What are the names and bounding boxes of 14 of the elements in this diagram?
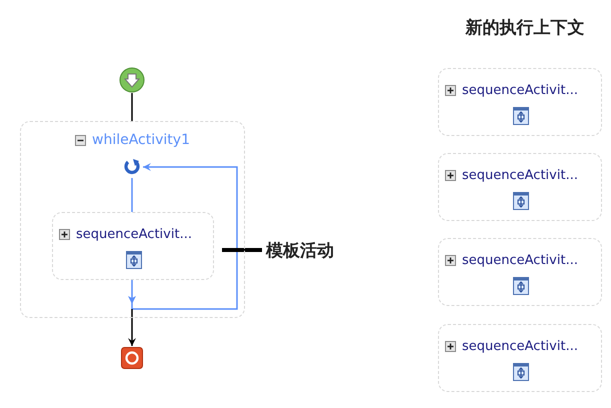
activity-name: sequenceActivit... — [462, 339, 578, 354]
activity-name: sequenceActivit... — [462, 168, 578, 183]
activity-box — [438, 153, 602, 221]
activity-box — [438, 68, 602, 136]
annotation-label: 模板活动 — [266, 239, 346, 261]
activity-name: sequenceActivit... — [76, 227, 192, 242]
activity-box — [52, 212, 214, 280]
activity-name: sequenceActivit... — [462, 253, 578, 268]
activity-name: whileActivity1 — [92, 132, 190, 148]
activity-container — [20, 121, 245, 318]
column-heading: 新的执行上下文 — [464, 17, 586, 39]
activity-box — [438, 324, 602, 392]
activity-box — [438, 238, 602, 306]
activity-name: sequenceActivit... — [462, 83, 578, 98]
